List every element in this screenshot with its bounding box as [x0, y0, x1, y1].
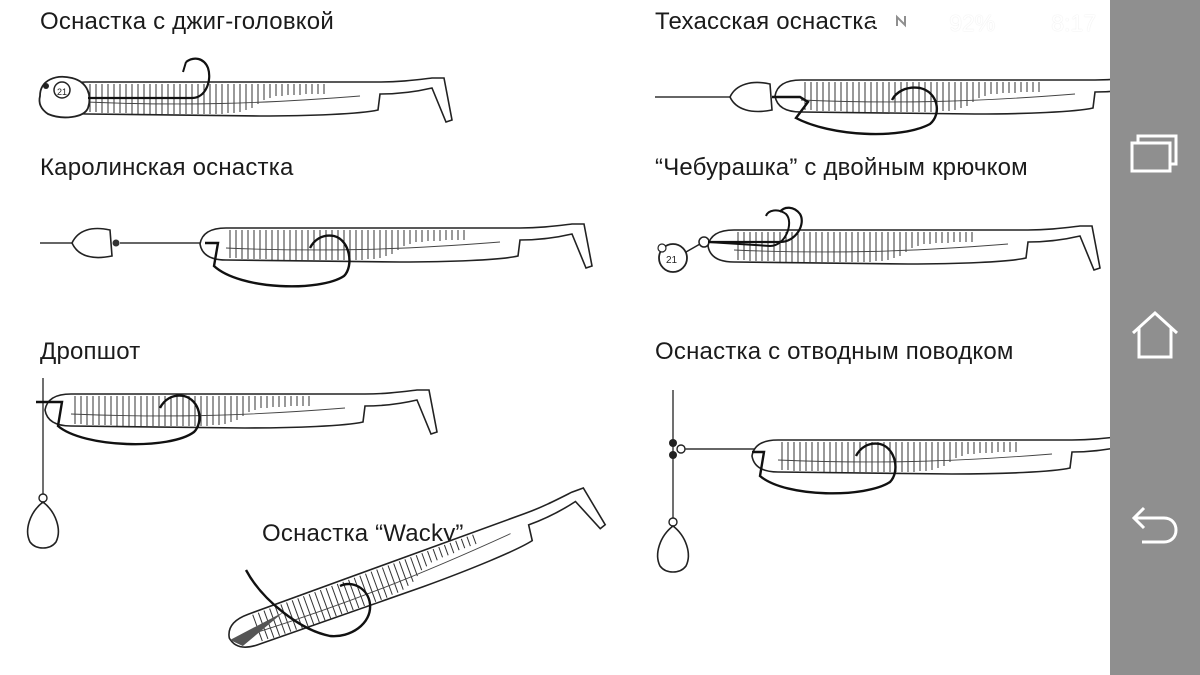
wacky-rig-drawing — [221, 484, 607, 662]
jig-head-rig-drawing: 21 — [38, 57, 453, 123]
label-leader-rig: Оснастка с отводным поводком — [655, 338, 1014, 365]
home-button[interactable] — [1128, 308, 1182, 362]
label-carolina-rig: Каролинская оснастка — [40, 154, 294, 181]
label-jig-head-rig: Оснастка с джиг-головкой — [40, 8, 334, 35]
svg-text:21: 21 — [57, 87, 67, 97]
label-cheburashka-rig: “Чебурашка” с двойным крючком — [655, 154, 1028, 181]
svg-text:21: 21 — [666, 255, 678, 266]
dropshot-rig-drawing — [26, 378, 438, 549]
recent-apps-icon — [1130, 134, 1178, 173]
texas-rig-drawing — [655, 75, 1168, 136]
back-icon — [1131, 506, 1178, 544]
carolina-rig-drawing — [40, 223, 593, 288]
cheburashka-rig-drawing: 21 — [657, 206, 1101, 273]
back-button[interactable] — [1128, 497, 1182, 551]
label-dropshot-rig: Дропшот — [40, 338, 141, 365]
rigging-diagrams: 21 21 — [26, 57, 1168, 662]
recent-apps-button[interactable] — [1128, 126, 1182, 180]
label-texas-rig: Техасская оснастка — [655, 8, 878, 35]
leader-rig-drawing — [656, 390, 1145, 573]
label-wacky-rig: Оснастка “Wacky” — [262, 520, 464, 547]
navigation-bar — [1110, 0, 1200, 675]
home-icon — [1131, 310, 1179, 359]
